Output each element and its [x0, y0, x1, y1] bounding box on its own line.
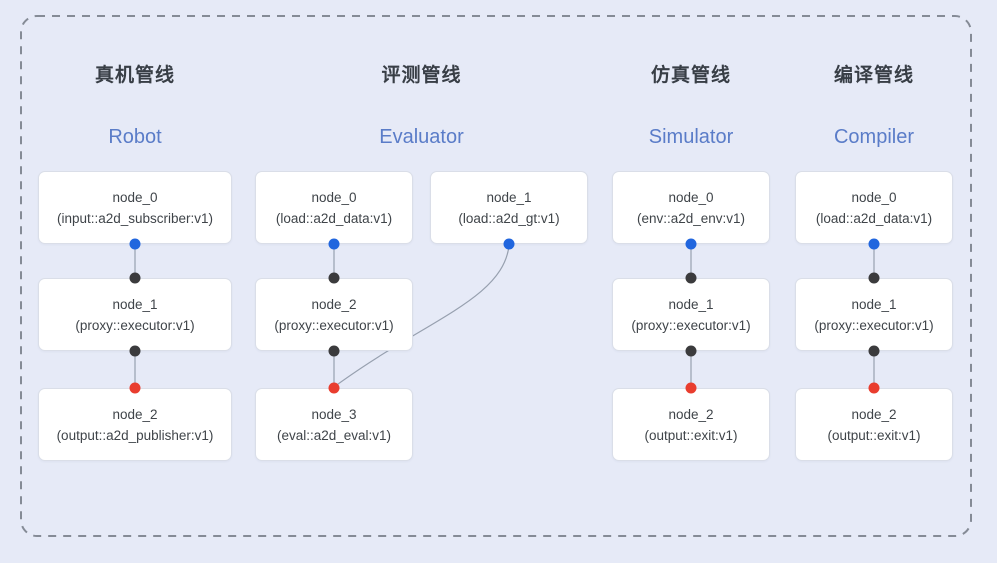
node-name: node_1: [112, 296, 158, 312]
input-port-dot: [868, 272, 880, 284]
node-robot-1: node_1 (proxy::executor:v1): [38, 278, 232, 351]
node-compiler-1: node_1 (proxy::executor:v1): [795, 278, 953, 351]
node-name: node_0: [311, 189, 357, 205]
node-name: node_0: [668, 189, 714, 205]
output-port-dot: [685, 345, 697, 357]
node-type: (output::exit:v1): [827, 427, 921, 443]
node-type: (output::exit:v1): [644, 427, 738, 443]
node-name: node_2: [668, 406, 714, 422]
node-name: node_2: [311, 296, 357, 312]
node-name: node_1: [851, 296, 897, 312]
output-port-dot: [503, 238, 515, 250]
node-name: node_2: [112, 406, 158, 422]
node-name: node_3: [311, 406, 357, 422]
node-type: (proxy::executor:v1): [814, 317, 934, 333]
pipeline-title-zh-evaluator: 评测管线: [381, 65, 462, 86]
node-evaluator-3: node_3 (eval::a2d_eval:v1): [255, 388, 413, 461]
output-port-dot: [129, 238, 141, 250]
node-name: node_0: [851, 189, 897, 205]
pipeline-title-en-robot: Robot: [108, 126, 162, 148]
node-robot-2: node_2 (output::a2d_publisher:v1): [38, 388, 232, 461]
node-evaluator-1: node_1 (load::a2d_gt:v1): [430, 171, 588, 244]
terminal-port-dot: [328, 382, 340, 394]
node-type: (proxy::executor:v1): [75, 317, 195, 333]
node-evaluator-2: node_2 (proxy::executor:v1): [255, 278, 413, 351]
pipeline-title-en-evaluator: Evaluator: [379, 126, 464, 148]
node-type: (proxy::executor:v1): [274, 317, 394, 333]
output-port-dot: [328, 345, 340, 357]
input-port-dot: [328, 272, 340, 284]
node-name: node_1: [486, 189, 532, 205]
node-type: (load::a2d_gt:v1): [458, 210, 560, 226]
node-type: (load::a2d_data:v1): [275, 210, 393, 226]
node-type: (env::a2d_env:v1): [636, 210, 746, 226]
node-evaluator-0: node_0 (load::a2d_data:v1): [255, 171, 413, 244]
pipeline-title-en-simulator: Simulator: [648, 126, 734, 148]
pipeline-title-zh-compiler: 编译管线: [833, 65, 914, 86]
node-compiler-0: node_0 (load::a2d_data:v1): [795, 171, 953, 244]
node-type: (load::a2d_data:v1): [815, 210, 933, 226]
node-robot-0: node_0 (input::a2d_subscriber:v1): [38, 171, 232, 244]
terminal-port-dot: [868, 382, 880, 394]
output-port-dot: [868, 345, 880, 357]
node-type: (proxy::executor:v1): [631, 317, 751, 333]
node-name: node_1: [668, 296, 714, 312]
pipeline-title-zh-robot: 真机管线: [94, 65, 175, 86]
node-simulator-1: node_1 (proxy::executor:v1): [612, 278, 770, 351]
pipeline-title-zh-simulator: 仿真管线: [650, 65, 731, 86]
input-port-dot: [685, 272, 697, 284]
node-simulator-0: node_0 (env::a2d_env:v1): [612, 171, 770, 244]
node-simulator-2: node_2 (output::exit:v1): [612, 388, 770, 461]
node-type: (eval::a2d_eval:v1): [276, 427, 392, 443]
output-port-dot: [328, 238, 340, 250]
node-name: node_2: [851, 406, 897, 422]
pipeline-title-en-compiler: Compiler: [833, 126, 915, 148]
node-type: (output::a2d_publisher:v1): [56, 427, 214, 443]
output-port-dot: [685, 238, 697, 250]
node-name: node_0: [112, 189, 158, 205]
node-type: (input::a2d_subscriber:v1): [56, 210, 214, 226]
input-port-dot: [129, 272, 141, 284]
output-port-dot: [129, 345, 141, 357]
terminal-port-dot: [685, 382, 697, 394]
node-compiler-2: node_2 (output::exit:v1): [795, 388, 953, 461]
terminal-port-dot: [129, 382, 141, 394]
output-port-dot: [868, 238, 880, 250]
